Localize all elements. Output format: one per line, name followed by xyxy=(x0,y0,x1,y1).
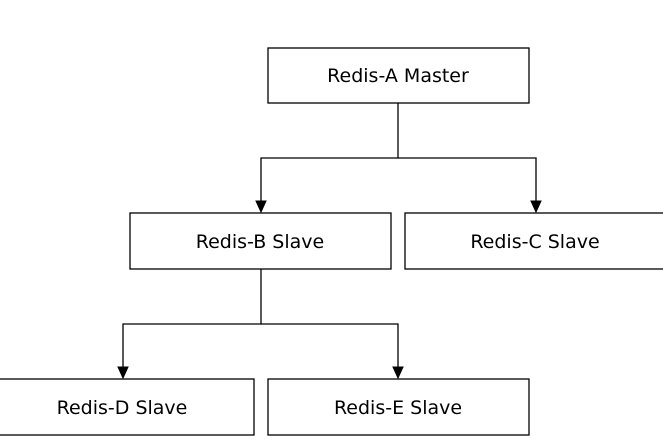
node-redis-a-label: Redis-A Master xyxy=(327,65,469,87)
node-redis-d: Redis-D Slave xyxy=(0,378,255,436)
edge-a-to-b-and-c xyxy=(255,103,542,214)
edge-b-to-d-and-e xyxy=(117,269,404,380)
node-redis-b-box xyxy=(129,212,392,270)
node-redis-e-box xyxy=(267,378,530,436)
node-redis-b: Redis-B Slave xyxy=(129,212,392,270)
edge-a-b-arrowhead xyxy=(255,200,267,214)
edge-a-b-line xyxy=(260,103,399,203)
node-redis-e-label: Redis-E Slave xyxy=(334,397,462,419)
node-redis-c-box xyxy=(404,212,663,270)
edge-b-e-arrowhead xyxy=(392,366,404,380)
node-redis-c-label: Redis-C Slave xyxy=(470,231,599,253)
node-redis-b-label: Redis-B Slave xyxy=(196,231,324,253)
node-redis-c: Redis-C Slave xyxy=(404,212,663,270)
edge-a-c-arrowhead xyxy=(530,200,542,214)
node-redis-a-box xyxy=(267,47,530,104)
edge-a-c-line xyxy=(398,157,537,203)
node-redis-e: Redis-E Slave xyxy=(267,378,530,436)
edge-b-d-arrowhead xyxy=(117,366,129,380)
node-redis-d-label: Redis-D Slave xyxy=(57,397,188,419)
edge-b-e-line xyxy=(261,323,399,369)
node-redis-a: Redis-A Master xyxy=(267,47,530,104)
edge-b-d-line xyxy=(122,269,262,369)
node-redis-d-box xyxy=(0,378,255,436)
